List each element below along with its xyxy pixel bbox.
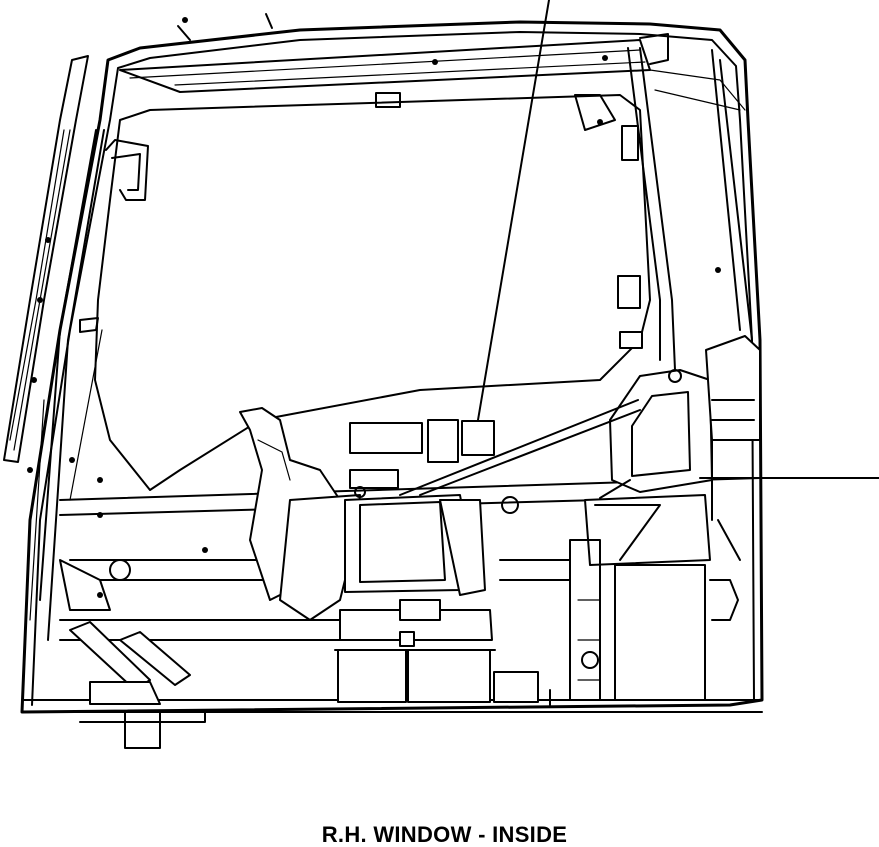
figure-caption: R.H. WINDOW - INSIDE [321, 822, 568, 847]
roof-rail [119, 13, 669, 131]
side-wall-panel [59, 419, 761, 553]
grab-handle [105, 139, 149, 201]
right-console [569, 335, 761, 701]
operator-console [239, 407, 539, 703]
left-pillar [3, 55, 105, 641]
wall-contours [69, 69, 746, 501]
leader-lines [399, 0, 879, 706]
window-opening [94, 47, 753, 491]
floor-pedal-bracket [59, 559, 206, 749]
